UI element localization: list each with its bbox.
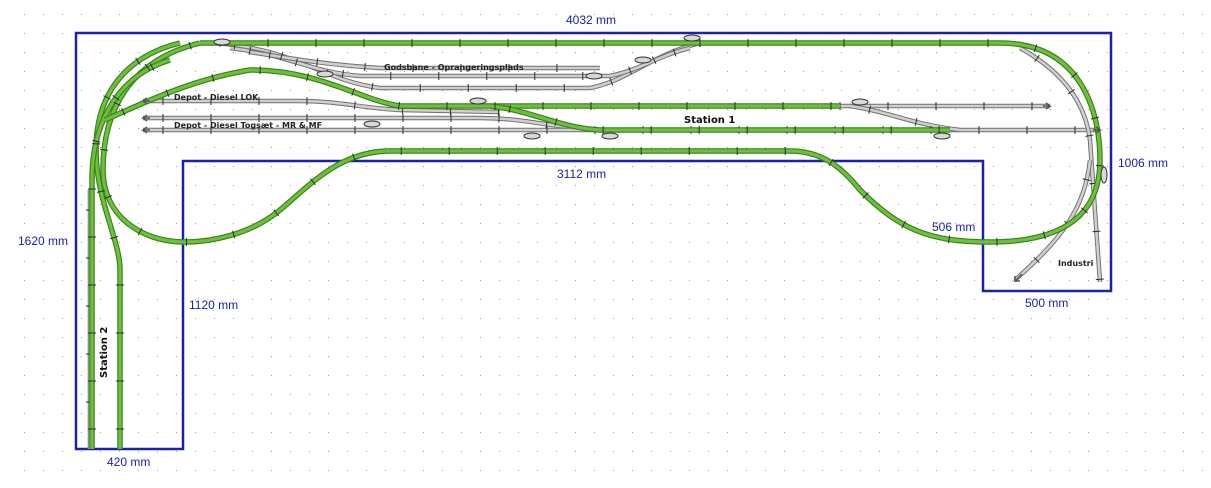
track-joint <box>100 148 109 151</box>
dim-right-notch-height: 506 mm <box>932 220 975 234</box>
label-depot-train: Depot - Diesel Togsæt - MR & MF <box>174 121 322 130</box>
track-joint <box>828 158 834 167</box>
track-joint <box>901 220 907 229</box>
label-goods-yard: Godsbane - Oprangeringsplads <box>384 63 524 72</box>
track-joint <box>554 117 558 126</box>
track-joint <box>651 56 657 65</box>
track-joint <box>397 101 401 110</box>
track-joint <box>371 82 374 91</box>
track-joint <box>1091 116 1100 120</box>
track-joint <box>294 58 298 67</box>
siding-rail-fill <box>849 104 961 132</box>
mainline-rail-fill <box>104 68 840 122</box>
track-joint <box>103 95 111 100</box>
track-joint <box>135 57 141 65</box>
mainline-rail-fill <box>489 104 950 132</box>
track-joint <box>353 101 356 110</box>
dim-inner-left-height: 1120 mm <box>189 298 238 312</box>
track-joint <box>352 153 356 162</box>
track-joint <box>306 73 309 82</box>
track-joint <box>92 139 101 143</box>
track-joint <box>351 87 356 96</box>
track-joint <box>112 95 120 101</box>
track-joint <box>110 236 119 240</box>
track-joint <box>248 46 251 55</box>
label-depot-loco: Depot - Diesel LOK <box>174 93 259 102</box>
track-joint <box>144 63 151 71</box>
dim-inner-width: 3112 mm <box>557 167 606 181</box>
label-station-2: Station 2 <box>99 327 110 378</box>
siding-rail-fill <box>1019 46 1102 283</box>
track-joint <box>113 101 121 107</box>
layout-outline <box>74 31 1113 451</box>
track-joint <box>121 107 126 116</box>
track-joint <box>1042 231 1046 240</box>
track-joint <box>868 105 872 114</box>
label-industry: Industri <box>1058 259 1094 268</box>
track-joint <box>316 58 319 67</box>
track-joint <box>1067 88 1075 95</box>
track-joint <box>508 105 512 114</box>
track-joint <box>1081 207 1088 214</box>
track-joint <box>1085 134 1094 137</box>
track-joint <box>279 51 284 60</box>
turnout-markers <box>213 34 1108 184</box>
track-joint <box>137 227 143 236</box>
track-joint <box>165 89 170 98</box>
track-joint <box>947 235 951 244</box>
track-joint <box>1034 54 1040 63</box>
track-joint <box>232 230 236 239</box>
track-joint <box>672 48 677 57</box>
track-joint <box>1092 230 1101 233</box>
track-joint <box>268 51 271 60</box>
track-joint <box>96 190 106 193</box>
track-joint <box>310 178 316 186</box>
dim-left-height: 1620 mm <box>18 234 68 248</box>
track-joint <box>211 73 215 82</box>
dim-right-height: 1006 mm <box>1118 156 1168 170</box>
track-end-arrows <box>140 97 1103 282</box>
track-joint <box>862 192 869 199</box>
mainline-rail-fill <box>101 41 1102 244</box>
track-joint <box>1095 278 1104 281</box>
siding-rail-fill <box>249 50 600 70</box>
siding-rail-fill <box>143 99 501 114</box>
label-station-1: Station 1 <box>684 115 735 126</box>
track-joint <box>341 69 344 79</box>
track-joint <box>628 66 632 75</box>
track-joint <box>1033 44 1038 53</box>
track-joint <box>188 41 192 50</box>
track-joint <box>149 63 155 71</box>
track-joint <box>1033 256 1040 264</box>
track-joint <box>1071 72 1078 79</box>
track-joint <box>1082 178 1091 182</box>
dim-top-width: 4032 mm <box>566 13 616 27</box>
mainline-tracks <box>88 39 1104 449</box>
dim-bottom-left-width: 420 mm <box>107 455 150 469</box>
track-joint <box>364 62 366 72</box>
track-joint <box>914 117 918 126</box>
track-joint <box>104 195 113 200</box>
track-joint <box>273 209 280 217</box>
dim-right-notch-width: 500 mm <box>1025 296 1068 310</box>
track-joint <box>609 77 614 86</box>
